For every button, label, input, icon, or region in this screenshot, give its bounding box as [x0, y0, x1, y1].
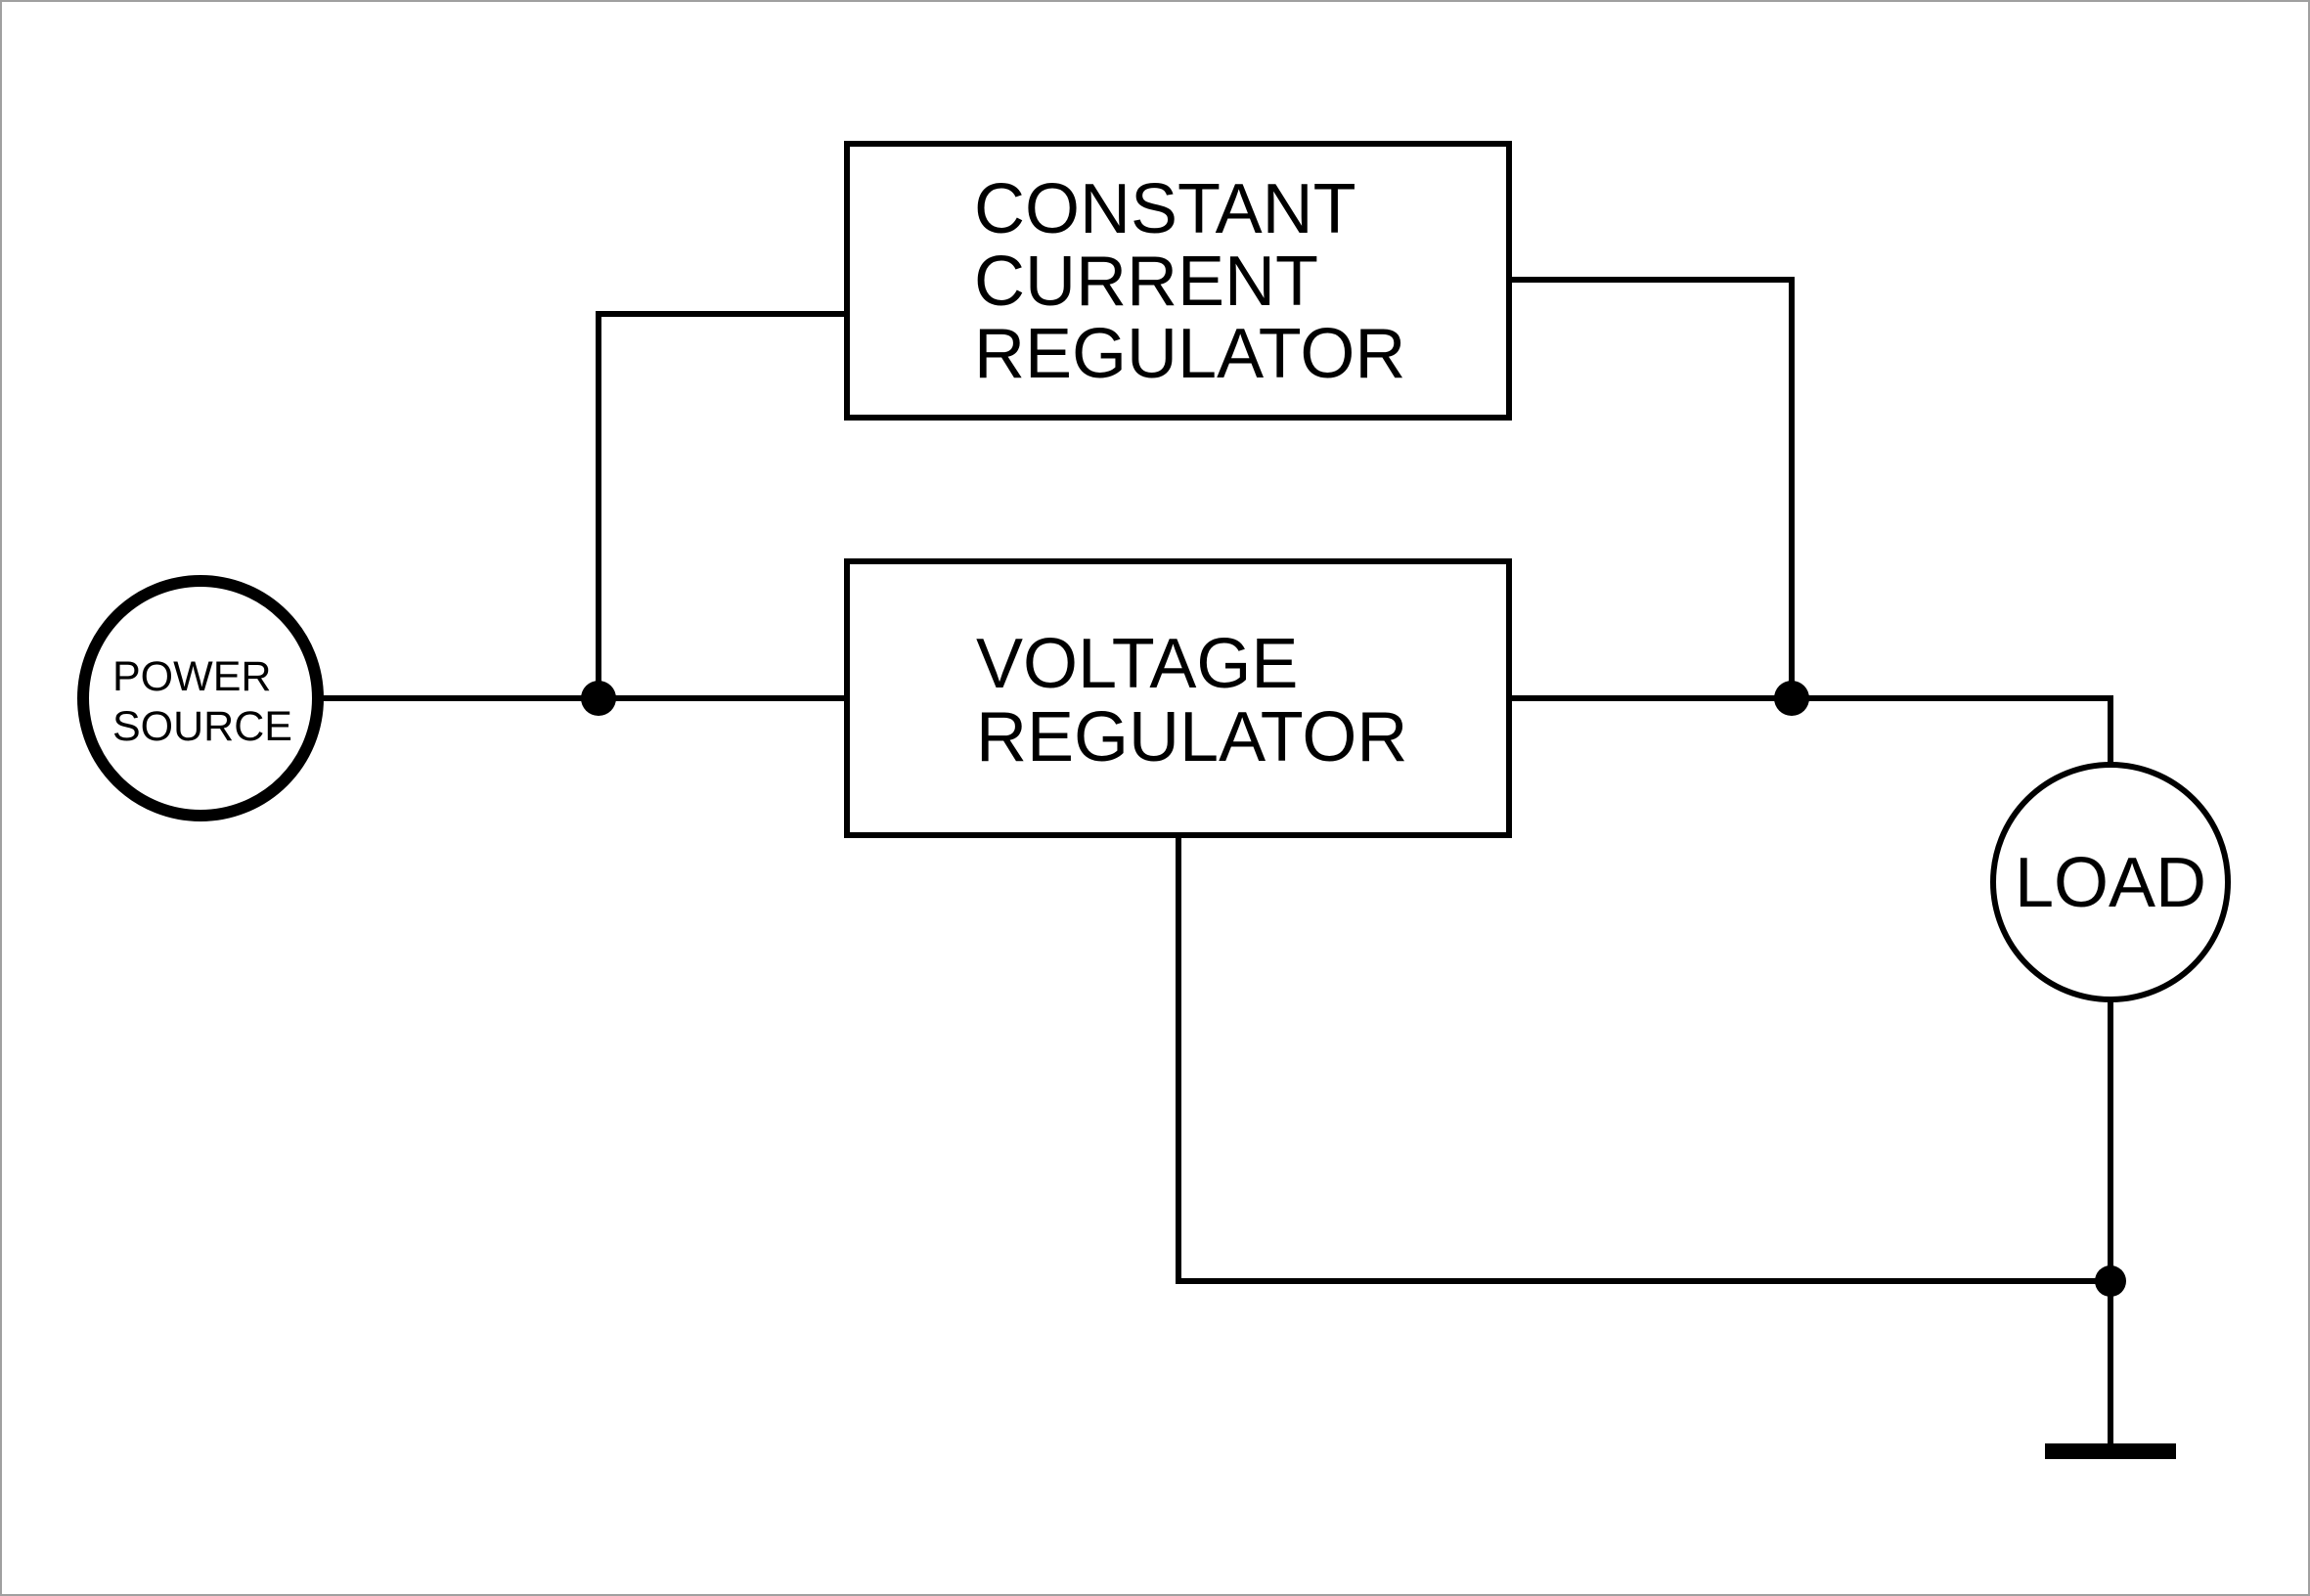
- vreg-label-line1: VOLTAGE: [976, 625, 1298, 703]
- junction-node-output: [1774, 681, 1809, 716]
- constant-current-regulator-box: [844, 141, 1512, 421]
- power-source: POWER SOURCE: [77, 575, 324, 821]
- ground-symbol: [2045, 1443, 2176, 1459]
- wire-ccr-to-output-junction: [1506, 277, 1795, 701]
- junction-node-ground: [2095, 1265, 2126, 1297]
- ccr-label-line1: CONSTANT: [974, 170, 1356, 248]
- power-source-label-line2: SOURCE: [112, 703, 292, 750]
- voltage-regulator: VOLTAGE REGULATOR: [844, 558, 1512, 838]
- power-source-label-line1: POWER: [112, 653, 271, 700]
- load-label: LOAD: [2015, 844, 2206, 922]
- voltage-regulator-box: [844, 558, 1512, 838]
- constant-current-regulator: CONSTANT CURRENT REGULATOR: [844, 141, 1512, 421]
- wires: [318, 277, 2113, 1448]
- ccr-label-line2: CURRENT: [974, 243, 1318, 321]
- junction-node-input: [581, 681, 616, 716]
- power-source-circle: [77, 575, 324, 821]
- wire-vreg-ground-return: [1176, 830, 2113, 1284]
- load: LOAD: [1990, 762, 2231, 1002]
- load-circle: [1990, 762, 2231, 1002]
- vreg-label-line2: REGULATOR: [976, 698, 1407, 776]
- wire-vreg-to-load: [1506, 695, 2113, 767]
- ccr-label-line3: REGULATOR: [974, 315, 1405, 393]
- wire-junction-to-ccr: [596, 311, 850, 701]
